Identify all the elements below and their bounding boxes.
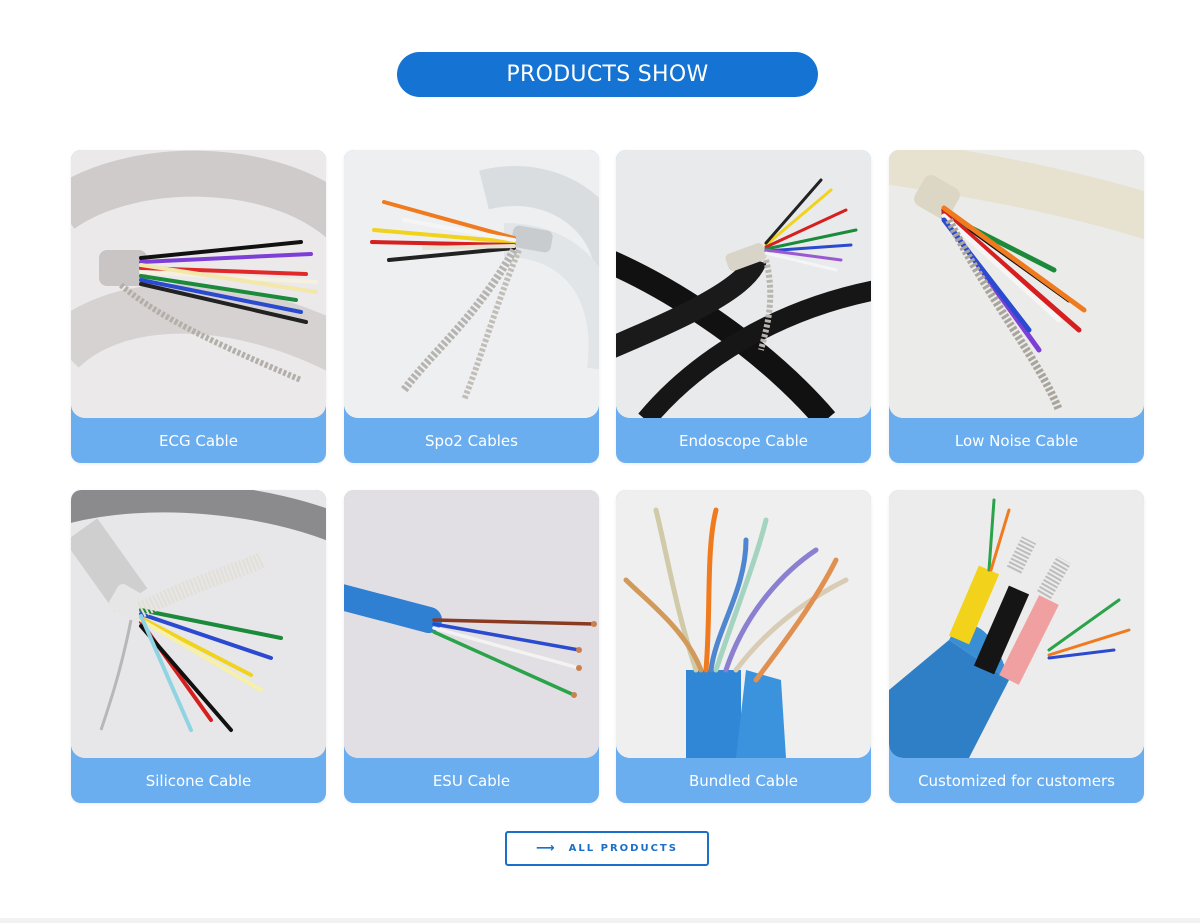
product-card-spo2-cables[interactable]: Spo2 Cables xyxy=(344,150,599,463)
product-image-spo2-cables[interactable] xyxy=(344,150,599,418)
product-card-silicone-cable[interactable]: Silicone Cable xyxy=(71,490,326,803)
all-products-label: ALL PRODUCTS xyxy=(568,843,678,854)
product-card-low-noise-cable[interactable]: Low Noise Cable xyxy=(889,150,1144,463)
product-name[interactable]: Spo2 Cables xyxy=(425,431,518,450)
section-title: PRODUCTS SHOW xyxy=(397,52,818,97)
product-card-bundled-cable[interactable]: Bundled Cable xyxy=(616,490,871,803)
product-name[interactable]: Endoscope Cable xyxy=(678,431,809,450)
arrow-right-icon: ⟶ xyxy=(536,841,555,856)
product-name[interactable]: Silicone Cable xyxy=(145,771,252,790)
product-name[interactable]: ESU Cable xyxy=(432,771,511,790)
product-card-customized[interactable]: Customized for customers xyxy=(889,490,1144,803)
product-card-ecg-cable[interactable]: ECG Cable xyxy=(71,150,326,463)
section-title-text: PRODUCTS SHOW xyxy=(506,62,709,87)
product-image-endoscope-cable[interactable] xyxy=(616,150,871,418)
product-card-endoscope-cable[interactable]: Endoscope Cable xyxy=(616,150,871,463)
product-card-esu-cable[interactable]: ESU Cable xyxy=(344,490,599,803)
product-image-esu-cable[interactable] xyxy=(344,490,599,758)
product-grid: ECG Cable Spo2 Cables xyxy=(71,150,1144,804)
product-name[interactable]: Customized for customers xyxy=(918,771,1115,790)
product-image-customized[interactable] xyxy=(889,490,1144,758)
product-image-low-noise-cable[interactable] xyxy=(889,150,1144,418)
product-name[interactable]: ECG Cable xyxy=(159,431,238,450)
product-name[interactable]: Low Noise Cable xyxy=(954,431,1079,450)
product-name[interactable]: Bundled Cable xyxy=(688,771,799,790)
all-products-button[interactable]: ⟶ ALL PRODUCTS xyxy=(505,831,709,866)
footer-divider xyxy=(0,918,1200,923)
product-image-silicone-cable[interactable] xyxy=(71,490,326,758)
product-image-ecg-cable[interactable] xyxy=(71,150,326,418)
product-image-bundled-cable[interactable] xyxy=(616,490,871,758)
